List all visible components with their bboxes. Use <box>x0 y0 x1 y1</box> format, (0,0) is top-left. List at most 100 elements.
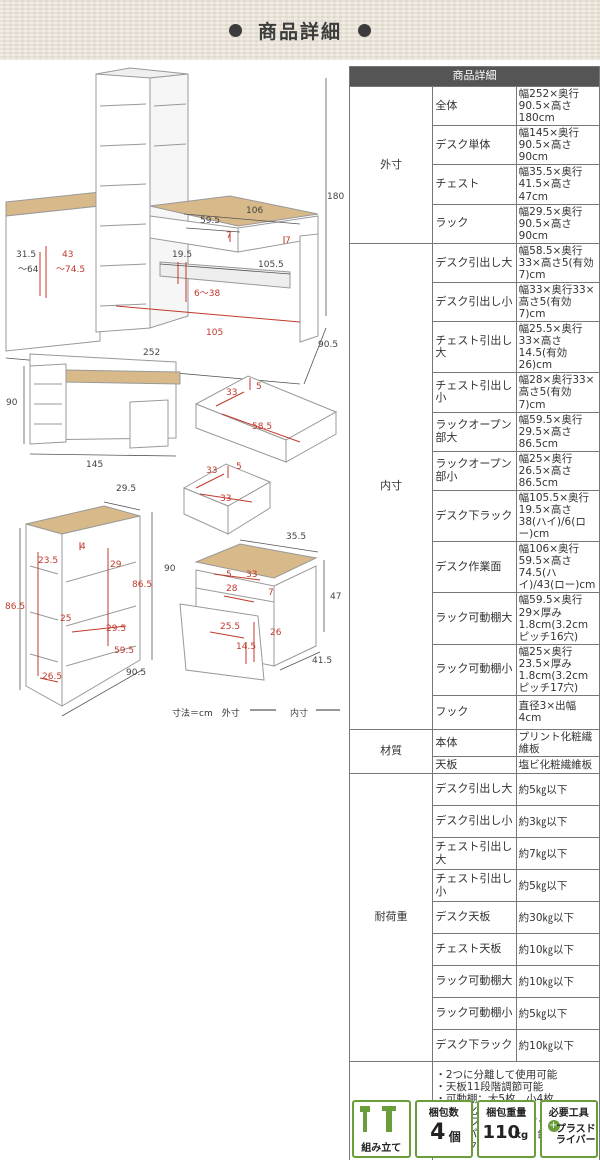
dim-label: 31.5 <box>16 250 37 260</box>
dim-label: 90 <box>6 398 18 408</box>
package-count-value: 4 <box>430 1120 446 1145</box>
dim-label: 25.5 <box>220 622 241 632</box>
spec-value: 直径3×出幅4cm <box>515 694 600 730</box>
dim-label: 5 <box>236 462 242 472</box>
spec-value: 約30㎏以下 <box>515 901 600 935</box>
spec-row: ラック可動棚大幅59.5×奥行29×厚み1.8cm(3.2cmピッチ16穴) <box>350 592 600 645</box>
spec-value: プリント化粧繊維板 <box>515 728 600 758</box>
spec-category: 外寸 <box>348 86 434 244</box>
dim-label: 106 <box>246 206 264 216</box>
spec-subcategory: ラックオープン部大 <box>432 411 517 452</box>
spec-row: デスク引出し小幅33×奥行33×高さ5(有効7)cm <box>350 281 600 323</box>
spec-row: チェスト引出し大幅25.5×奥行33×高さ14.5(有効26)cm <box>350 321 600 374</box>
dim-label: 90.5 <box>126 668 147 678</box>
section-title: 商品詳細 <box>257 20 342 43</box>
dim-label: 19.5 <box>172 250 193 260</box>
spec-value: 幅25×奥行26.5×高さ86.5cm <box>515 450 600 491</box>
required-tools-value: プラスドライバー <box>555 1124 596 1146</box>
dim-label: 33 <box>220 494 232 504</box>
spec-table-heading: 商品詳細 <box>349 66 600 87</box>
dim-label: 6～38 <box>194 289 221 299</box>
desk-dimension-lines <box>23 366 177 457</box>
spec-subcategory: ラックオープン部小 <box>432 450 517 491</box>
package-count-unit: 個 <box>448 1130 461 1144</box>
chest-drawing <box>179 543 318 681</box>
spec-subcategory: デスク単体 <box>432 125 517 166</box>
spec-category: 材質 <box>348 728 434 775</box>
drawer-small-drawing <box>182 463 272 535</box>
spec-subcategory: チェスト引出し小 <box>432 869 517 903</box>
main-combined-drawing <box>5 67 319 352</box>
spec-subcategory: デスク引出し大 <box>432 773 517 807</box>
dim-label: 145 <box>86 460 104 470</box>
spec-value: 約5㎏以下 <box>515 997 600 1031</box>
dim-label: 35.5 <box>286 532 307 542</box>
dim-label: 41.5 <box>312 656 333 666</box>
spec-row: 内寸デスク引出し大幅58.5×奥行33×高さ5(有効7)cm <box>348 242 600 730</box>
spec-subcategory: 天板 <box>432 756 517 775</box>
spec-subcategory: デスク引出し小 <box>432 281 517 323</box>
package-count-label: 梱包数 <box>428 1108 459 1119</box>
dim-label: 33 <box>246 570 258 580</box>
dim-label: 7 <box>226 231 232 241</box>
spec-category: 内寸 <box>348 242 434 730</box>
spec-row: チェスト引出し小幅28×奥行33×高さ5(有効7)cm <box>350 372 600 413</box>
chest-inner-lines <box>209 573 261 664</box>
dim-label: 86.5 <box>5 602 26 612</box>
spec-subcategory: ラック可動棚大 <box>432 965 517 999</box>
dim-label: 180 <box>327 192 345 202</box>
dim-label: 14.5 <box>236 642 257 652</box>
spec-value: 約5㎏以下 <box>515 869 600 903</box>
spec-value: 幅35.5×奥行41.5×高さ47cm <box>515 164 600 205</box>
spec-subcategory: チェスト引出し小 <box>432 372 517 413</box>
spec-value: 幅25×奥行23.5×厚み1.8cm(3.2cmピッチ17穴) <box>515 643 600 696</box>
spec-subcategory: 全体 <box>432 85 517 127</box>
rack-inner-lines <box>37 542 127 683</box>
spec-subcategory: デスク下ラック <box>432 1029 517 1063</box>
spec-row: フック直径3×出幅4cm <box>350 694 600 730</box>
spec-row: デスク天板約30㎏以下 <box>350 901 600 935</box>
spec-subcategory: デスク天板 <box>432 901 517 935</box>
bullet-icon <box>228 23 242 37</box>
dim-label: 47 <box>330 592 342 602</box>
dim-label: 33 <box>206 466 218 476</box>
spec-value: 幅29.5×奥行90.5×高さ90cm <box>515 203 600 244</box>
spec-subcategory: ラック <box>432 203 517 244</box>
spec-value: 塩ビ化粧繊維板 <box>515 756 600 775</box>
spec-row: デスク単体幅145×奥行90.5×高さ90cm <box>350 125 600 166</box>
dim-label: 105 <box>206 328 224 338</box>
dim-label: 28 <box>226 584 238 594</box>
dim-label: 5 <box>256 382 262 392</box>
spec-value: 幅59.5×奥行29×厚み1.8cm(3.2cmピッチ16穴) <box>515 592 600 645</box>
spec-row: ラックオープン部小幅25×奥行26.5×高さ86.5cm <box>350 450 600 491</box>
dim-label: 58.5 <box>252 422 273 432</box>
spec-value: 約7㎏以下 <box>515 837 600 871</box>
spec-row: ラック可動棚大約10㎏以下 <box>350 965 600 999</box>
spec-value: 幅106×奥行59.5×高さ74.5(ハイ)/43(ロー)cm <box>515 541 600 594</box>
dim-label: 90.5 <box>318 340 339 350</box>
tools-icon <box>360 1106 396 1132</box>
required-tools-label: 必要工具 <box>548 1108 589 1119</box>
package-count-icon: 梱包数 4 個 <box>414 1100 473 1158</box>
dim-label: 59.5 <box>114 646 135 656</box>
dim-label: 26.5 <box>42 672 63 682</box>
spec-subcategory: ラック可動棚小 <box>432 997 517 1031</box>
drawer-large-drawing <box>194 375 338 463</box>
dim-label: 5 <box>226 570 232 580</box>
spec-row: ラック可動棚小約5㎏以下 <box>350 997 600 1031</box>
assembly-label: 組み立て <box>361 1143 402 1154</box>
dim-label: 7 <box>268 588 274 598</box>
spec-row: デスク引出し小約3㎏以下 <box>350 805 600 839</box>
spec-row: ラック可動棚小幅25×奥行23.5×厚み1.8cm(3.2cmピッチ17穴) <box>350 643 600 696</box>
spec-row: 外寸全体幅252×奥行90.5×高さ180cm <box>348 85 600 244</box>
dim-label: 4 <box>80 542 86 552</box>
dim-label: 33 <box>226 388 238 398</box>
spec-note-line: ・天板11段階調節可能 <box>435 1081 544 1094</box>
spec-subcategory: チェスト引出し大 <box>432 321 517 374</box>
spec-subcategory: デスク作業面 <box>432 541 517 594</box>
dim-label: 29.5 <box>106 624 127 634</box>
spec-subcategory: デスク引出し小 <box>432 805 517 839</box>
dim-label: 105.5 <box>258 260 284 270</box>
